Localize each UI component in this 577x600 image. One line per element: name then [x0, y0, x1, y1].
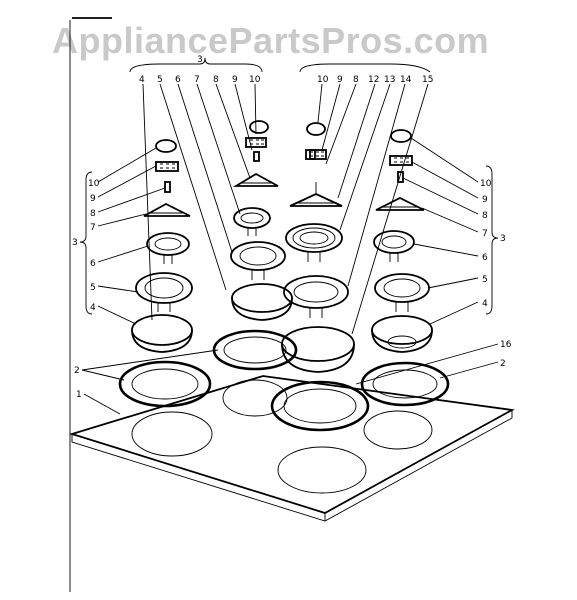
terminal-block [305, 149, 327, 160]
terminal-block [389, 155, 413, 166]
surface-element-large [283, 275, 349, 318]
cooktop-hole [131, 411, 213, 457]
callout-8: 8 [213, 75, 219, 85]
callout-7: 7 [90, 223, 96, 233]
terminal-block [245, 137, 267, 148]
callout-9: 9 [90, 194, 96, 204]
terminal-block [155, 161, 179, 172]
leader-lines [81, 83, 499, 415]
callout-10: 10 [480, 179, 492, 189]
drip-pan [231, 283, 293, 321]
callout-7: 7 [482, 229, 488, 239]
trim-ring [360, 361, 450, 407]
cooktop-hole [222, 379, 288, 417]
element-support-bracket [375, 196, 425, 211]
callout-14: 14 [400, 75, 412, 85]
element-support-bracket [143, 202, 191, 217]
callout-4: 4 [482, 299, 488, 309]
callout-3-top: 3 [197, 55, 203, 65]
surface-element-large [230, 241, 286, 280]
spacer-clip [253, 151, 260, 162]
cooktop-hole [277, 446, 367, 494]
indicator-cap [306, 122, 326, 136]
callout-4: 4 [139, 75, 145, 85]
callout-6: 6 [90, 259, 96, 269]
indicator-cap [390, 129, 412, 143]
callout-5: 5 [482, 275, 488, 285]
callout-1: 1 [76, 390, 82, 400]
callout-16: 16 [500, 340, 512, 350]
callout-10: 10 [317, 75, 329, 85]
callout-10: 10 [249, 75, 261, 85]
surface-element-small [233, 207, 271, 236]
callout-4: 4 [90, 303, 96, 313]
surface-element-large [135, 272, 193, 312]
callout-7: 7 [194, 75, 200, 85]
indicator-cap [249, 120, 269, 134]
callout-2: 2 [500, 359, 506, 369]
surface-element-coil [285, 223, 343, 262]
callout-3-right: 3 [500, 234, 506, 244]
group-brace-top [129, 57, 263, 73]
surface-element-small [373, 230, 415, 262]
callout-12: 12 [368, 75, 379, 85]
callout-6: 6 [482, 253, 488, 263]
callout-13: 13 [384, 75, 395, 85]
cooktop-hole [363, 410, 433, 450]
group-brace-right [485, 165, 499, 315]
trim-ring [270, 380, 370, 432]
group-brace-left [79, 171, 93, 315]
callout-8: 8 [353, 75, 359, 85]
callout-9: 9 [337, 75, 343, 85]
surface-element-small [146, 232, 190, 264]
callout-5: 5 [90, 283, 96, 293]
spacer-clip [164, 181, 171, 193]
watermark: AppliancePartsPros.com [52, 20, 490, 61]
callout-6: 6 [175, 75, 181, 85]
indicator-cap [155, 139, 177, 153]
group-brace-top [299, 63, 431, 73]
cooktop-panel [68, 375, 515, 522]
element-support-bracket [289, 182, 343, 207]
callout-9: 9 [482, 195, 488, 205]
spacer-clip [397, 171, 404, 183]
callout-8: 8 [90, 209, 96, 219]
element-support-bracket [232, 172, 279, 187]
spacer-clip [309, 149, 316, 160]
callout-9: 9 [232, 75, 238, 85]
surface-element-large [374, 273, 430, 312]
trim-ring [118, 360, 212, 408]
callout-5: 5 [157, 75, 163, 85]
callout-10: 10 [88, 179, 100, 189]
callout-15: 15 [422, 75, 433, 85]
drip-pan [371, 315, 433, 353]
trim-ring [212, 329, 298, 371]
callout-2: 2 [74, 366, 80, 376]
callout-8: 8 [482, 211, 488, 221]
drip-pan [131, 314, 193, 353]
callout-3-left: 3 [72, 238, 78, 248]
drip-pan [281, 326, 355, 373]
